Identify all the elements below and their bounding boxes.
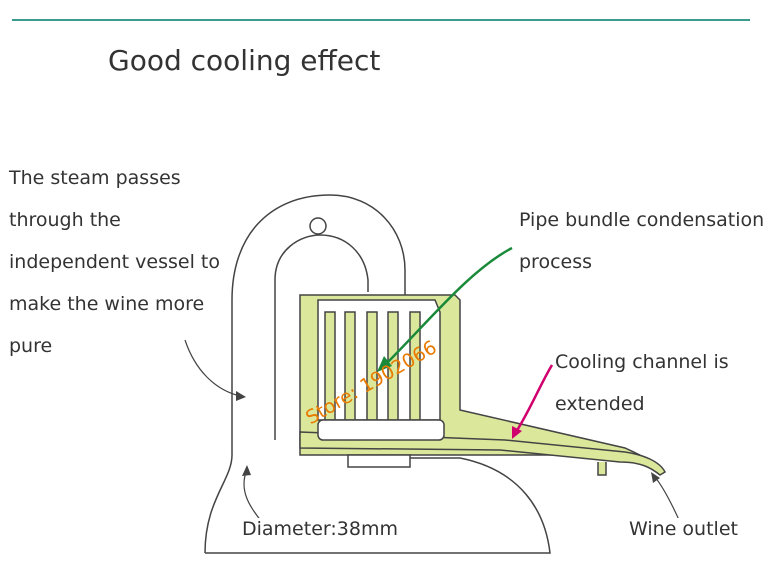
outlet-pointer bbox=[653, 475, 681, 523]
pipe-bundle-label-line: process bbox=[519, 251, 593, 273]
steam-label-line: The steam passes bbox=[9, 167, 181, 189]
steam-label-line: through the bbox=[9, 209, 121, 231]
inner-arch bbox=[274, 234, 369, 440]
cooling-channel-label: Cooling channel is extended bbox=[555, 341, 775, 425]
wine-outlet-label: Wine outlet bbox=[627, 518, 740, 540]
cooling-channel-label-line: extended bbox=[555, 393, 645, 415]
pedestal bbox=[347, 454, 411, 468]
steam-label: The steam passes through the independent… bbox=[9, 157, 239, 367]
cooling-channel-arrowhead bbox=[512, 426, 522, 439]
top-divider-line bbox=[12, 19, 750, 21]
diameter-label: Diameter:38mm bbox=[240, 518, 400, 540]
pipe-bundle-arrow bbox=[384, 246, 513, 366]
pipe-bundle-label: Pipe bundle condensation process bbox=[519, 199, 779, 283]
steam-pointer bbox=[184, 339, 241, 397]
steam-pointer-head bbox=[236, 391, 246, 401]
vessel-hole bbox=[309, 217, 327, 235]
cooling-channel bbox=[299, 431, 666, 476]
diameter-pointer bbox=[243, 471, 263, 523]
steam-label-line: make the wine more bbox=[9, 293, 205, 315]
cooling-channel-label-line: Cooling channel is bbox=[555, 351, 729, 373]
outlet-pointer-head bbox=[651, 472, 660, 483]
outlet-nozzle bbox=[597, 462, 607, 476]
pipe-bundle-label-line: Pipe bundle condensation bbox=[519, 209, 765, 231]
cooling-channel-arrow bbox=[514, 364, 554, 433]
page-title: Good cooling effect bbox=[108, 44, 381, 77]
steam-label-line: pure bbox=[9, 335, 53, 357]
diameter-pointer-head bbox=[242, 465, 251, 476]
vessel-base bbox=[205, 457, 551, 554]
collection-tray bbox=[317, 419, 445, 441]
vessel-outline bbox=[204, 194, 406, 554]
pipe-bundle-arrowhead bbox=[377, 356, 392, 372]
steam-label-line: independent vessel to bbox=[9, 251, 220, 273]
